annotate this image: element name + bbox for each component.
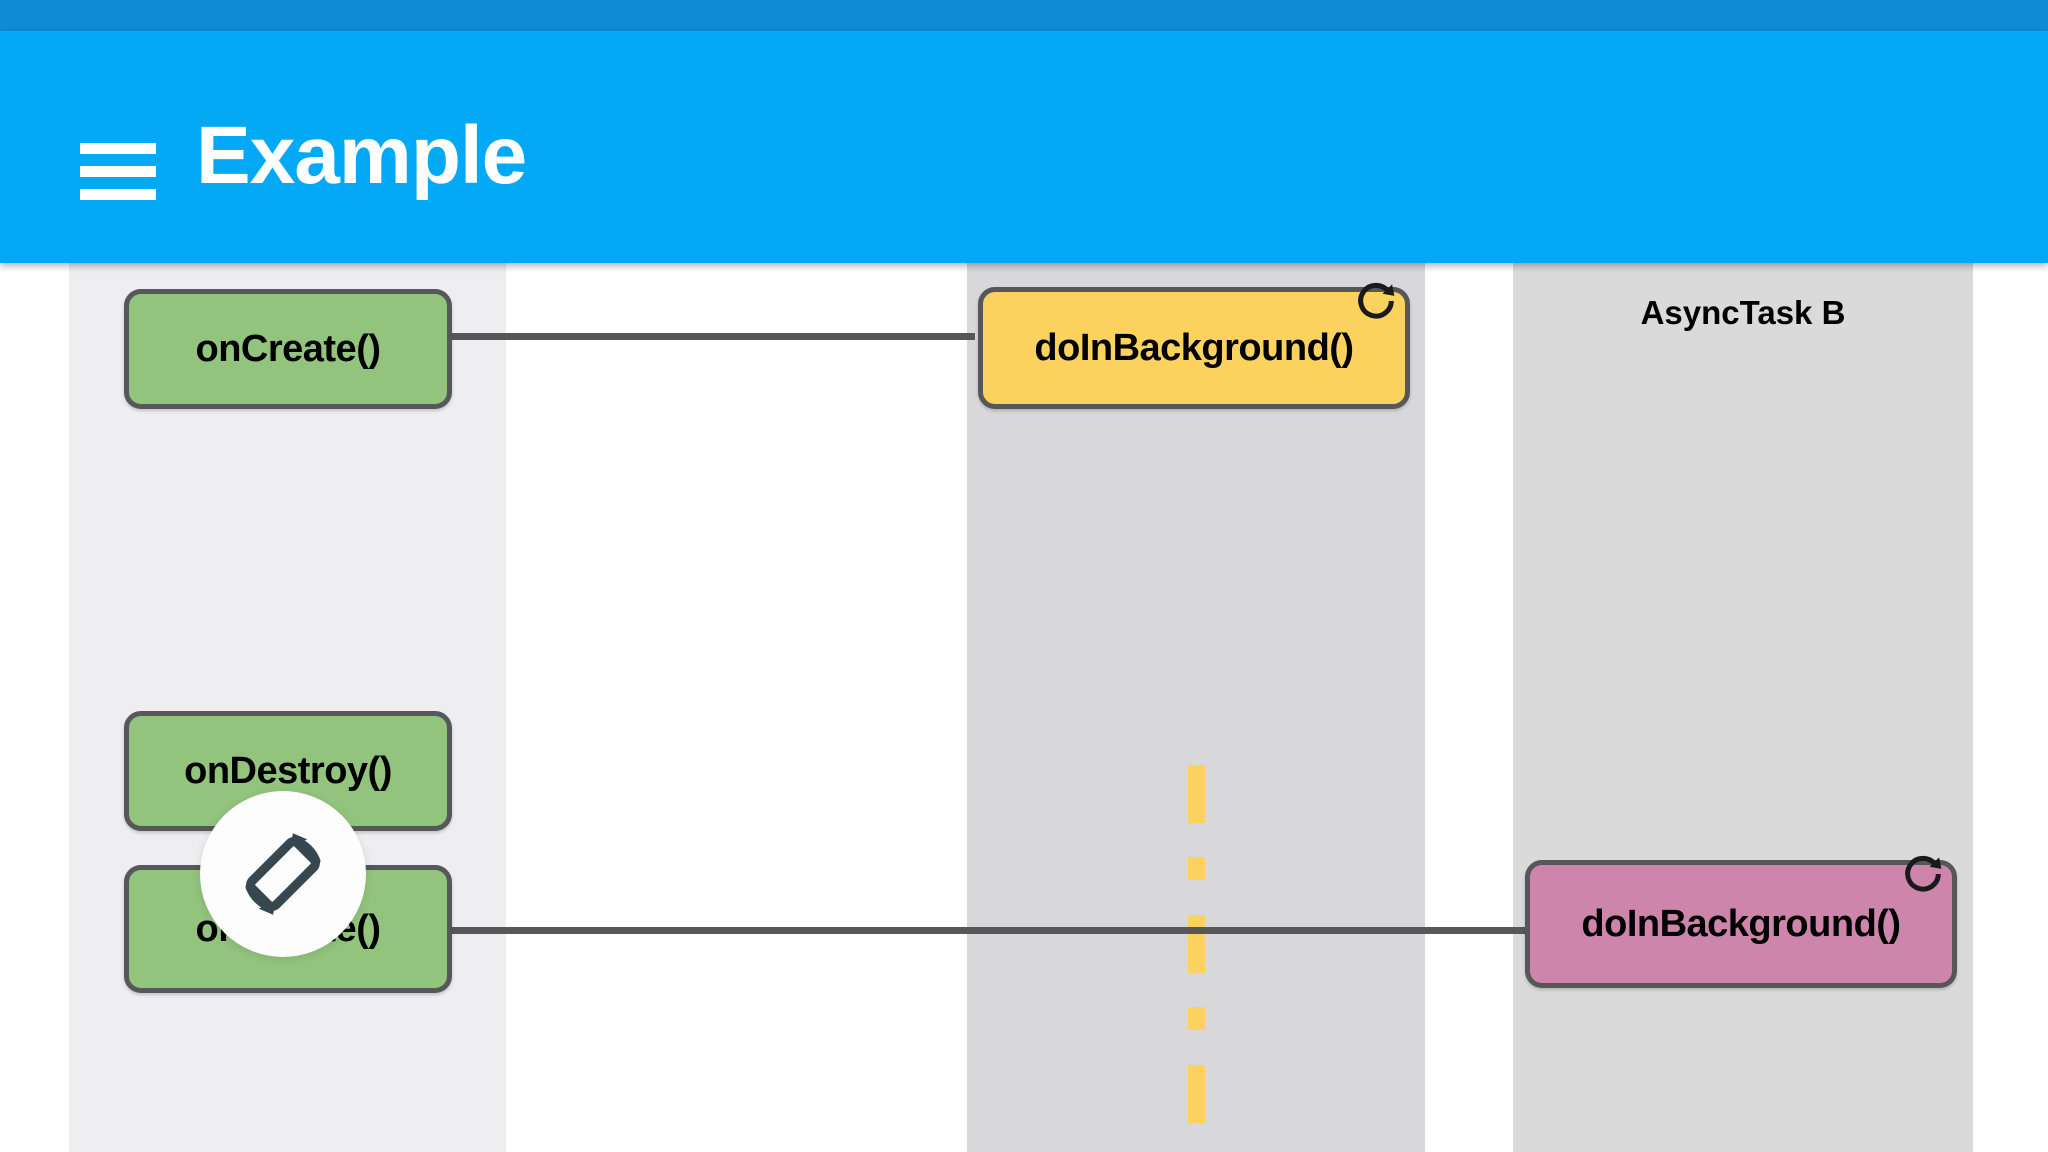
connector-oncreate2-to-doinbackground-b: [345, 927, 1525, 934]
dash-segment: [1188, 857, 1205, 880]
screen-rotation-icon: [245, 833, 321, 915]
lifecycle-diagram: Activity AsyncTask A AsyncTask B onCreat…: [0, 263, 2048, 1152]
node-label: doInBackground(): [1034, 326, 1354, 369]
node-label: doInBackground(): [1581, 902, 1901, 945]
node-oncreate-1[interactable]: onCreate(): [124, 289, 452, 409]
hamburger-bar-2: [80, 166, 156, 177]
dash-segment: [1188, 1065, 1205, 1123]
hamburger-bar-1: [80, 143, 156, 154]
connector-oncreate1-to-doinbackground-a: [345, 333, 975, 340]
lane-title-asynctask-b: AsyncTask B: [1640, 294, 1846, 331]
lane-asynctask-b: AsyncTask B: [1513, 263, 1973, 1152]
hamburger-menu-icon[interactable]: [80, 143, 156, 200]
node-doinbackground-b[interactable]: doInBackground(): [1525, 855, 1957, 988]
activity-line-task-a: [1188, 765, 1205, 1152]
app-bar: Example: [0, 31, 2048, 263]
dash-segment: [1188, 915, 1205, 973]
dash-segment: [1188, 1007, 1205, 1030]
status-bar: [0, 0, 2048, 31]
app-title: Example: [196, 110, 527, 201]
node-ondestroy[interactable]: onDestroy(): [124, 711, 452, 831]
hamburger-bar-3: [80, 189, 156, 200]
dash-segment: [1188, 765, 1205, 823]
node-label: onDestroy(): [184, 749, 392, 792]
node-label: onCreate(): [195, 327, 381, 370]
node-doinbackground-a[interactable]: doInBackground(): [978, 282, 1410, 409]
screen-rotation-badge[interactable]: [200, 791, 366, 957]
